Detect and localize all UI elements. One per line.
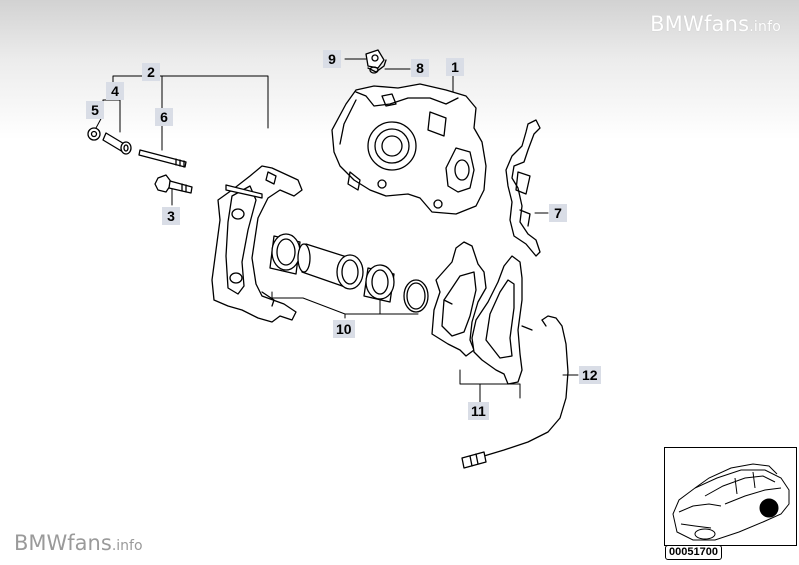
callout-4: 4 <box>106 82 124 100</box>
part-8-dust-cap <box>367 59 387 74</box>
watermark-bottom-suffix: .info <box>111 538 143 554</box>
part-4-guide-sleeve <box>102 132 132 155</box>
reference-number: 00051700 <box>665 545 722 560</box>
watermark-top-suffix: .info <box>749 19 781 35</box>
callout-8: 8 <box>411 59 429 77</box>
part-7-spring <box>505 119 541 257</box>
part-12-wear-sensor <box>461 315 569 469</box>
watermark-top: BMWfans.info <box>650 12 781 36</box>
callout-7: 7 <box>549 204 567 222</box>
watermark-bottom: BMWfans.info <box>14 531 143 555</box>
callout-6: 6 <box>155 108 173 126</box>
callout-2: 2 <box>142 63 160 81</box>
callout-12: 12 <box>579 366 601 384</box>
callout-11: 11 <box>468 402 489 420</box>
part-10-seal-kit <box>269 233 429 313</box>
callout-5: 5 <box>86 101 104 119</box>
callout-10: 10 <box>333 320 355 338</box>
vehicle-location-inset <box>664 447 797 546</box>
callout-1: 1 <box>446 58 464 76</box>
part-5-nut <box>87 127 101 141</box>
part-9-bleeder-screw <box>365 49 385 69</box>
car-outline-image <box>672 463 790 541</box>
watermark-bottom-brand: BMWfans <box>14 531 112 555</box>
part-6-guide-pin <box>138 149 187 168</box>
callout-9: 9 <box>323 50 341 68</box>
carrier-bracket <box>211 165 303 323</box>
callout-3: 3 <box>162 207 180 225</box>
part-1-caliper <box>331 83 487 215</box>
watermark-top-brand: BMWfans <box>650 12 750 36</box>
part-3-bolt <box>154 174 193 194</box>
part-11-brake-pads <box>431 241 533 385</box>
